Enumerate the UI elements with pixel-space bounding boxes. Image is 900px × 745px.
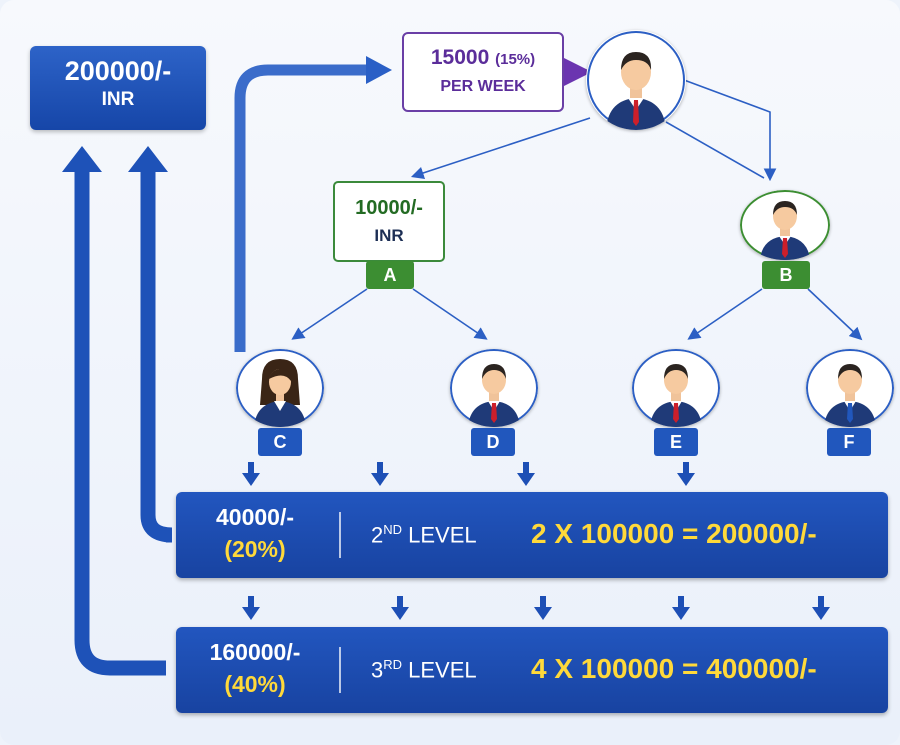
total-earnings-box: 200000/- INR (30, 46, 206, 130)
businessman-icon (587, 31, 685, 130)
level2-label: 2ND LEVEL (371, 522, 477, 548)
businessman-icon (740, 190, 830, 260)
a-to-d-line (412, 288, 488, 340)
businesswoman-icon (236, 349, 324, 427)
return-arrow-level3 (74, 172, 166, 676)
weekly-percent: (15%) (495, 51, 536, 68)
down-arrows-row1 (242, 462, 695, 486)
c-member-avatar (236, 349, 324, 427)
a-amount: 10000/- (355, 197, 423, 219)
level2-equation: 2 X 100000 = 200000/- (531, 518, 817, 549)
badge-b: B (762, 261, 810, 289)
return-arrow-level2 (140, 172, 173, 543)
badge-a: A (366, 261, 414, 289)
businessman-icon (806, 349, 894, 427)
c-to-weekly-arrow (234, 64, 368, 352)
level3-divider (339, 647, 341, 693)
a-to-c-line (291, 288, 368, 340)
total-amount: 200000/- (64, 56, 172, 86)
weekly-amount: 15000 (430, 46, 490, 69)
total-currency: INR (101, 89, 135, 110)
b-to-e-line (687, 288, 763, 340)
level2-band: 40000/- (20%) 2ND LEVEL 2 X 100000 = 200… (176, 492, 888, 578)
level3-amount: 160000/- (209, 639, 301, 665)
return-arrowhead-level3 (62, 146, 102, 172)
top-member-avatar (586, 30, 686, 130)
c-to-weekly-arrowhead (366, 56, 392, 84)
b-member-avatar (740, 190, 830, 260)
badge-e: E (654, 428, 698, 456)
level3-equation: 4 X 100000 = 400000/- (531, 653, 817, 684)
level3-band: 160000/- (40%) 3RD LEVEL 4 X 100000 = 40… (176, 627, 888, 713)
b-to-f-line (807, 288, 863, 341)
level2-percent: (20%) (224, 536, 286, 562)
a-earnings-box: 10000/- INR (333, 181, 445, 262)
d-member-avatar (450, 349, 538, 427)
level3-label: 3RD LEVEL (371, 657, 477, 683)
top-to-b-line (683, 79, 777, 182)
a-currency: INR (374, 226, 404, 245)
weekly-period: PER WEEK (440, 78, 526, 95)
level2-divider (339, 512, 341, 558)
down-arrows-row2 (242, 596, 830, 620)
badge-f: F (827, 428, 871, 456)
top-to-a-line (410, 117, 591, 180)
badge-c: C (258, 428, 302, 456)
weekly-income-box: 15000 (15%) PER WEEK (402, 32, 564, 112)
return-arrowhead-level2 (128, 146, 168, 172)
top-to-b-line-2 (665, 121, 765, 179)
level3-percent: (40%) (224, 671, 286, 697)
businessman-icon (450, 349, 538, 427)
level2-amount: 40000/- (215, 504, 294, 530)
badge-d: D (471, 428, 515, 456)
f-member-avatar (806, 349, 894, 427)
e-member-avatar (632, 349, 720, 427)
businessman-icon (632, 349, 720, 427)
